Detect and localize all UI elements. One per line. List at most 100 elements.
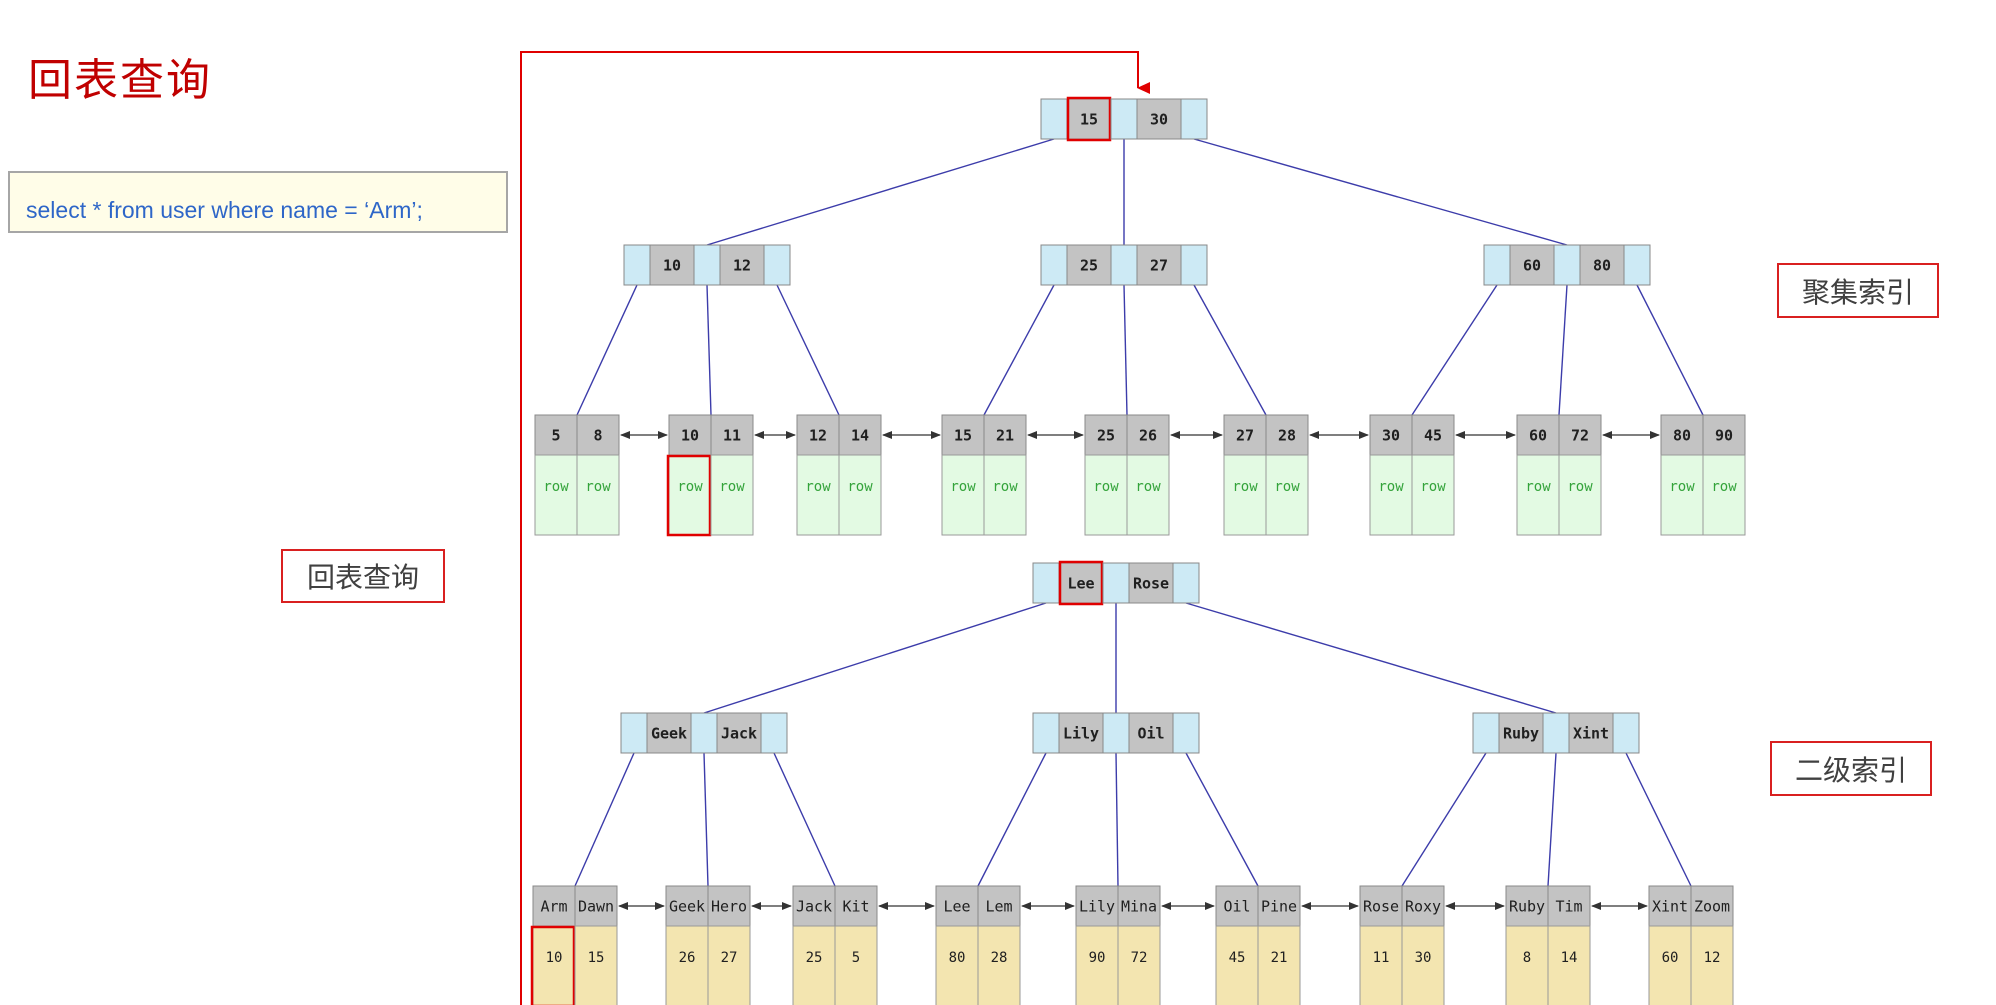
secondary-leaf-body-cell: [1648, 925, 1692, 1005]
clustered-leaf-row: row: [1711, 479, 1737, 495]
secondary-leaf-value: 11: [1373, 950, 1390, 966]
secondary-leaf-key: Rose: [1363, 898, 1399, 916]
secondary-leaf-key-cell: [1257, 885, 1301, 927]
clustered-internal-key: 10: [663, 257, 681, 275]
secondary-leaf-value: 90: [1089, 950, 1106, 966]
clustered-edge: [1636, 284, 1704, 416]
clustered-edge: [1193, 284, 1267, 416]
clustered-leaf-row: row: [992, 479, 1018, 495]
lookup-arrow: [520, 51, 1150, 1005]
secondary-root-pointer: [1172, 562, 1200, 604]
clustered-root-key: 30: [1150, 111, 1168, 129]
clustered-leaf-row: row: [719, 479, 745, 495]
secondary-internal-key: Oil: [1137, 725, 1164, 743]
secondary-leaf-highlight: [530, 925, 576, 1005]
clustered-leaf-row: row: [1232, 479, 1258, 495]
secondary-internal-pointer: [620, 712, 648, 754]
secondary-edge: [1625, 752, 1692, 887]
secondary-leaf-body-cell: [665, 925, 709, 1005]
secondary-leaf-value: 15: [588, 950, 605, 966]
secondary-leaf-body-cell: [1257, 925, 1301, 1005]
clustered-edge: [1411, 284, 1498, 416]
secondary-internal-key-cell: [646, 712, 692, 754]
secondary-leaf-value: 8: [1523, 950, 1531, 966]
secondary-leaf-key-cell: [1359, 885, 1403, 927]
secondary-leaf-key-cell: [1547, 885, 1591, 927]
clustered-internal-pointer: [1553, 244, 1581, 286]
secondary-leaf-value: 30: [1415, 950, 1432, 966]
clustered-edge: [576, 284, 638, 416]
clustered-leaf-row: row: [1274, 479, 1300, 495]
secondary-edge: [703, 602, 1047, 714]
clustered-leaf-key: 25: [1097, 427, 1115, 445]
clustered-leaf-key-cell: [710, 414, 754, 456]
clustered-leaf-row: row: [1378, 479, 1404, 495]
clustered-leaf-key: 26: [1139, 427, 1157, 445]
secondary-internal-pointer: [1612, 712, 1640, 754]
secondary-leaf-key-cell: [574, 885, 618, 927]
clustered-leaf-key: 15: [954, 427, 972, 445]
clustered-leaf-row: row: [950, 479, 976, 495]
clustered-leaf-key: 30: [1382, 427, 1400, 445]
clustered-root-highlight: [1066, 96, 1112, 142]
secondary-leaf-key-cell: [1401, 885, 1445, 927]
secondary-leaf-key: Lily: [1079, 898, 1115, 916]
secondary-internal-pointer: [690, 712, 718, 754]
clustered-leaf-body-cell: [796, 454, 840, 536]
clustered-edge: [1123, 284, 1128, 416]
secondary-internal-key-cell: [1568, 712, 1614, 754]
secondary-leaf-key: Jack: [796, 898, 832, 916]
secondary-leaf-key: Oil: [1223, 898, 1250, 916]
secondary-leaf-key: Dawn: [578, 898, 614, 916]
clustered-internal-key-cell: [719, 244, 765, 286]
secondary-index-label: 二级索引: [1770, 741, 1932, 796]
secondary-leaf-value: 12: [1704, 950, 1721, 966]
secondary-leaf-value: 10: [546, 950, 563, 966]
clustered-leaf-row: row: [543, 479, 569, 495]
clustered-root-key-cell: [1136, 98, 1182, 140]
secondary-internal-key-cell: [1498, 712, 1544, 754]
clustered-internal-key-cell: [649, 244, 695, 286]
secondary-leaf-value: 28: [991, 950, 1008, 966]
secondary-leaf-key-cell: [977, 885, 1021, 927]
clustered-root-pointer: [1110, 98, 1138, 140]
clustered-leaf-body-cell: [1411, 454, 1455, 536]
clustered-root-pointer: [1040, 98, 1068, 140]
secondary-edge: [1115, 752, 1119, 887]
clustered-leaf-row: row: [1093, 479, 1119, 495]
secondary-leaf-value: 26: [679, 950, 696, 966]
clustered-root-key: 15: [1080, 111, 1098, 129]
secondary-leaf-key: Lem: [985, 898, 1012, 916]
clustered-leaf-body-cell: [838, 454, 882, 536]
secondary-leaf-body-cell: [1215, 925, 1259, 1005]
leaf-links: [618, 431, 1660, 910]
secondary-root-key: Lee: [1067, 575, 1094, 593]
secondary-edge: [1547, 752, 1557, 887]
lookup-path: [520, 51, 1150, 1005]
clustered-leaf-row: row: [1567, 479, 1593, 495]
clustered-internal-key-cell: [1066, 244, 1112, 286]
clustered-internal-pointer: [1180, 244, 1208, 286]
clustered-edge: [1558, 284, 1568, 416]
secondary-edge: [1185, 602, 1557, 714]
secondary-leaf-body-cell: [1359, 925, 1403, 1005]
secondary-root-key: Rose: [1133, 575, 1169, 593]
secondary-internal-pointer: [1032, 712, 1060, 754]
secondary-leaf-value: 72: [1131, 950, 1148, 966]
secondary-leaf-body-cell: [707, 925, 751, 1005]
clustered-internal-key-cell: [1579, 244, 1625, 286]
secondary-leaf-key-cell: [1117, 885, 1161, 927]
